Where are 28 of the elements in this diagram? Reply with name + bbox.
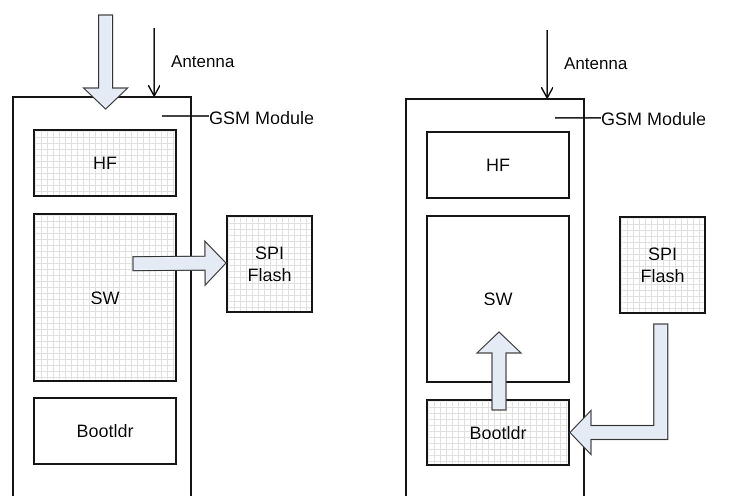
- block-arrow: [82, 14, 130, 110]
- block-label: SW: [482, 288, 514, 310]
- component-label: GSM Module: [209, 107, 316, 129]
- block-box: [33, 397, 177, 465]
- block-box: [426, 399, 570, 466]
- block-label: SPI Flash: [246, 242, 292, 286]
- block-box: [226, 215, 313, 313]
- leader-line: [162, 115, 209, 117]
- module-box: [12, 96, 192, 496]
- arrow: [540, 30, 554, 99]
- block-box: [33, 129, 177, 197]
- block-box: [426, 131, 570, 199]
- block-box: [33, 213, 177, 382]
- block-label: Bootldr: [75, 420, 135, 442]
- leader-line: [555, 117, 601, 119]
- block-box: [619, 216, 706, 314]
- arrow: [147, 28, 161, 97]
- block-label: SPI Flash: [639, 243, 686, 287]
- block-label: HF: [485, 154, 511, 176]
- block-arrow: [476, 331, 522, 411]
- module-box: [405, 98, 585, 496]
- component-label: GSM Module: [601, 108, 708, 130]
- block-label: Bootldr: [468, 422, 528, 444]
- block-label: SW: [90, 286, 120, 308]
- block-box: [426, 215, 570, 383]
- block-label: HF: [92, 152, 118, 174]
- block-arrow: [132, 240, 227, 287]
- block-arrow: [569, 323, 668, 456]
